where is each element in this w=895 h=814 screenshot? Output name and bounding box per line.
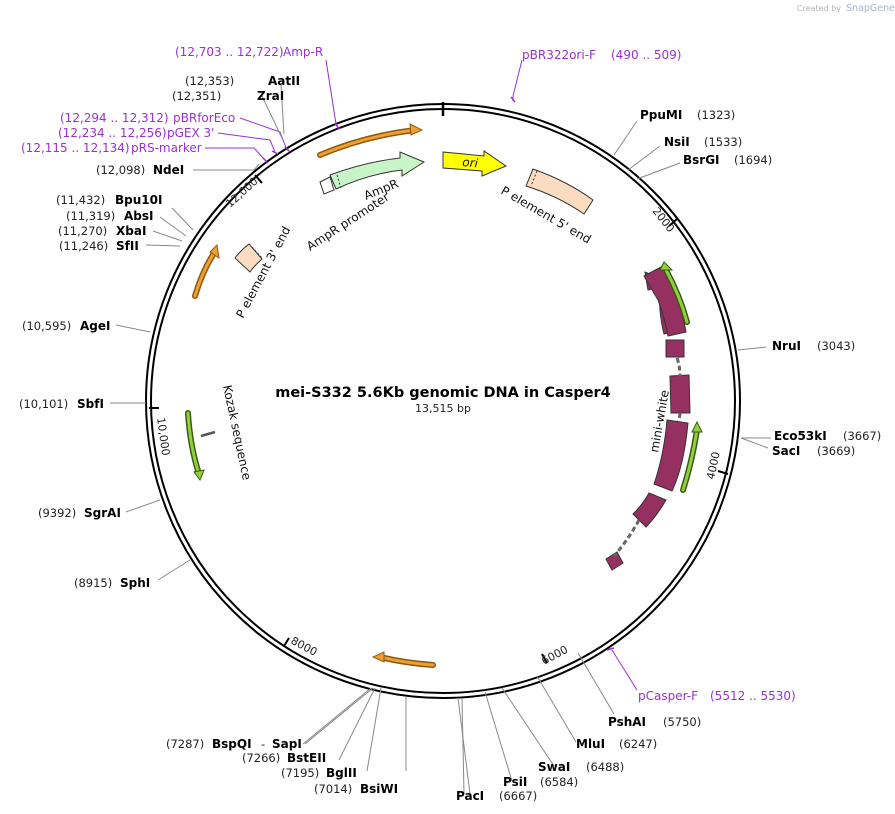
bsiwi-pos: (7014) <box>314 782 352 796</box>
ori-label: ori <box>462 155 479 170</box>
sfii-name: SfII <box>116 239 139 253</box>
map-title: mei-S332 5.6Kb genomic DNA in Casper4 <box>275 385 611 401</box>
snapgene-logo: SnapGene <box>846 3 895 14</box>
orange-arrowheads <box>209 123 424 663</box>
mini-white-feature <box>605 265 691 571</box>
sgrai-name: SgrAI <box>84 506 121 520</box>
green-arrows-fill <box>186 268 699 492</box>
tick-label-8000: 8000 <box>289 634 320 659</box>
amp-r-range: (12,703 .. 12,722) <box>175 45 284 59</box>
nrui-name: NruI <box>772 339 801 353</box>
map-length: 13,515 bp <box>415 402 471 415</box>
bspqi-pos: (7287) <box>166 737 204 751</box>
ndei-name: NdeI <box>153 163 184 177</box>
bsrgi-name: BsrGI <box>683 153 720 167</box>
aatii-name: AatII <box>268 74 300 88</box>
primer-leaders <box>205 59 638 691</box>
bglii-name: BglII <box>326 766 357 780</box>
bsteii-pos: (7266) <box>242 751 280 765</box>
enzyme-leaders <box>110 84 771 795</box>
paci-name: PacI <box>456 789 484 803</box>
tick-label-10000: 10,000 <box>154 417 172 457</box>
ppumi-name: PpuMI <box>640 108 682 122</box>
bsrgi-pos: (1694) <box>734 153 772 167</box>
prs-marker-name: pRS-marker <box>131 141 202 155</box>
sapi-name: SapI <box>272 737 302 751</box>
psii-name: PsiI <box>503 775 527 789</box>
pbrforeco-range: (12,294 .. 12,312) <box>60 111 169 125</box>
credit-prefix: Created by <box>797 4 841 13</box>
saci-name: SacI <box>772 444 800 458</box>
absi-pos: (11,319) <box>66 209 115 223</box>
nsii-name: NsiI <box>664 135 690 149</box>
green-arrows <box>185 267 700 493</box>
mlui-pos: (6247) <box>619 737 657 751</box>
pcasper-f-name: pCasper-F <box>638 689 698 703</box>
bpu10i-pos: (11,432) <box>56 193 105 207</box>
sphi-pos: (8915) <box>74 576 112 590</box>
bsteii-name: BstEII <box>287 751 326 765</box>
aatii-pos: (12,353) <box>185 74 234 88</box>
nrui-pos: (3043) <box>817 339 855 353</box>
nsii-pos: (1533) <box>704 135 742 149</box>
prs-marker-range: (12,115 .. 12,134) <box>21 141 130 155</box>
ppumi-pos: (1323) <box>697 108 735 122</box>
pgex3-name: pGEX 3' <box>167 126 214 140</box>
mlui-name: MluI <box>576 737 605 751</box>
eco53ki-pos: (3667) <box>843 429 881 443</box>
sgrai-pos: (9392) <box>38 506 76 520</box>
bspqi-sapi-separator: - <box>261 737 265 751</box>
sbfi-name: SbfI <box>77 397 104 411</box>
agei-name: AgeI <box>80 319 110 333</box>
bglii-pos: (7195) <box>281 766 319 780</box>
kozak-feature <box>200 430 216 438</box>
p-element-3-label: P element 3' end <box>233 224 293 320</box>
p-element-3-feature <box>234 243 263 273</box>
ori-feature <box>442 150 508 177</box>
tick-label-12000: 12,000 <box>223 175 260 210</box>
pbr322ori-f-range: (490 .. 509) <box>611 48 681 62</box>
saci-pos: (3669) <box>817 444 855 458</box>
green-arrowheads <box>193 261 703 482</box>
ampr-feature <box>329 151 426 190</box>
pshai-pos: (5750) <box>663 715 701 729</box>
pgex3-range: (12,234 .. 12,256) <box>58 126 167 140</box>
bsiwi-name: BsiWI <box>360 782 398 796</box>
mini-white-introns <box>612 357 682 557</box>
p-element-5-feature <box>525 168 594 215</box>
swai-name: SwaI <box>538 760 570 774</box>
bspqi-name: BspQI <box>212 737 252 751</box>
zrai-name: ZraI <box>257 89 284 103</box>
zrai-pos: (12,351) <box>172 89 221 103</box>
absi-name: AbsI <box>124 209 153 223</box>
pshai-name: PshAI <box>608 715 646 729</box>
psii-pos: (6584) <box>540 775 578 789</box>
kozak-label: Kozak sequence <box>220 384 254 482</box>
sbfi-pos: (10,101) <box>19 397 68 411</box>
tick-label-4000: 4000 <box>704 451 723 481</box>
amp-r-name: Amp-R <box>283 45 323 59</box>
bpu10i-name: Bpu10I <box>115 193 162 207</box>
xbai-name: XbaI <box>116 224 146 238</box>
ndei-pos: (12,098) <box>96 163 145 177</box>
tick-label-6000: 6000 <box>539 643 570 668</box>
agei-pos: (10,595) <box>22 319 71 333</box>
eco53ki-name: Eco53kI <box>774 429 827 443</box>
pbr322ori-f-name: pBR322ori-F <box>522 48 596 62</box>
sphi-name: SphI <box>120 576 150 590</box>
pbrforeco-name: pBRforEco <box>173 111 235 125</box>
ampr-promoter-feature <box>319 176 335 195</box>
ruler-ticks <box>149 174 729 664</box>
primer-ticks <box>262 96 615 651</box>
ampr-promoter-label: AmpR promoter <box>304 190 392 254</box>
swai-pos: (6488) <box>586 760 624 774</box>
xbai-pos: (11,270) <box>58 224 107 238</box>
paci-pos: (6667) <box>499 789 537 803</box>
pcasper-f-range: (5512 .. 5530) <box>710 689 796 703</box>
sfii-pos: (11,246) <box>59 239 108 253</box>
